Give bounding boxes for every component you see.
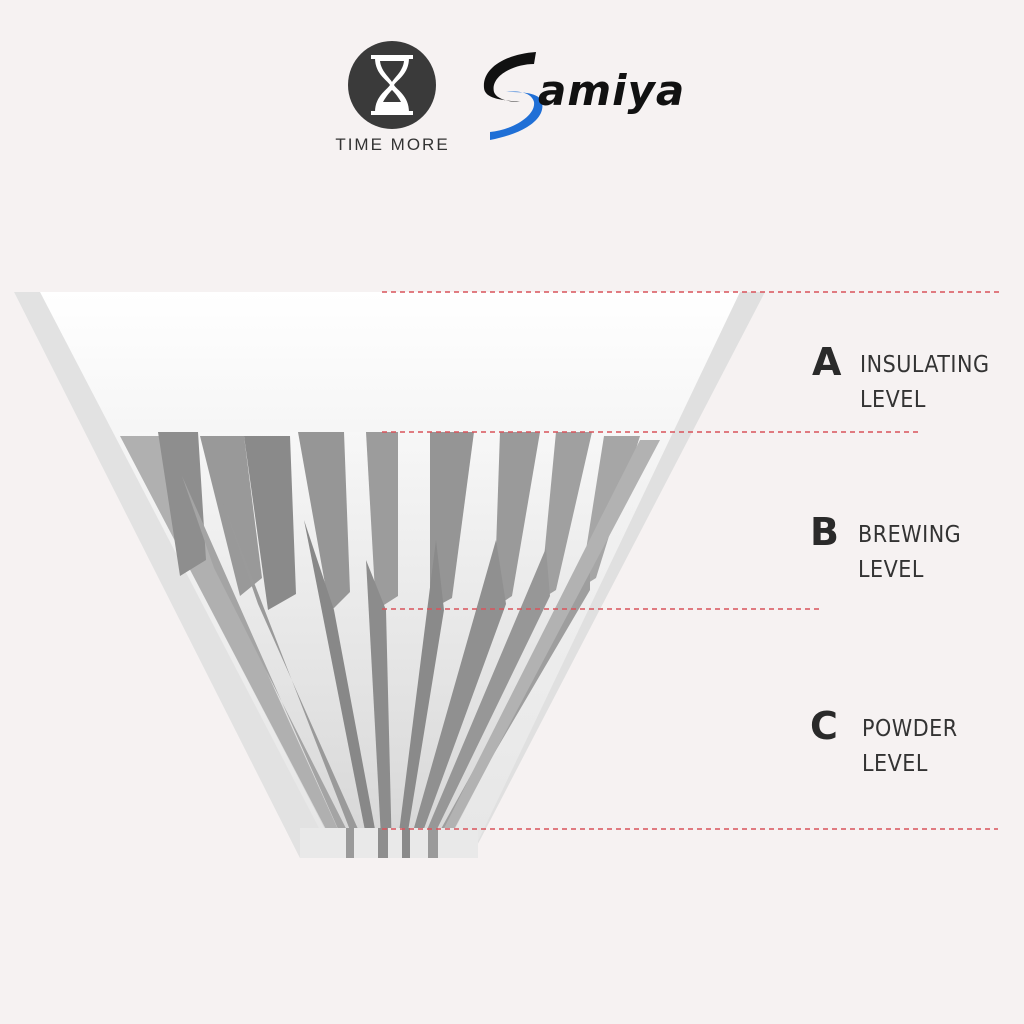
dripper-outlet — [300, 828, 478, 858]
level-a-name: INSULATING — [860, 348, 990, 383]
level-a-letter: A — [812, 340, 841, 384]
level-c-name: POWDER — [862, 712, 958, 747]
level-b-letter: B — [810, 510, 839, 554]
level-a-suffix: LEVEL — [860, 383, 990, 418]
level-c-letter: C — [810, 704, 838, 748]
level-b-suffix: LEVEL — [858, 553, 961, 588]
level-c-suffix: LEVEL — [862, 747, 958, 782]
level-b-name: BREWING — [858, 518, 961, 553]
